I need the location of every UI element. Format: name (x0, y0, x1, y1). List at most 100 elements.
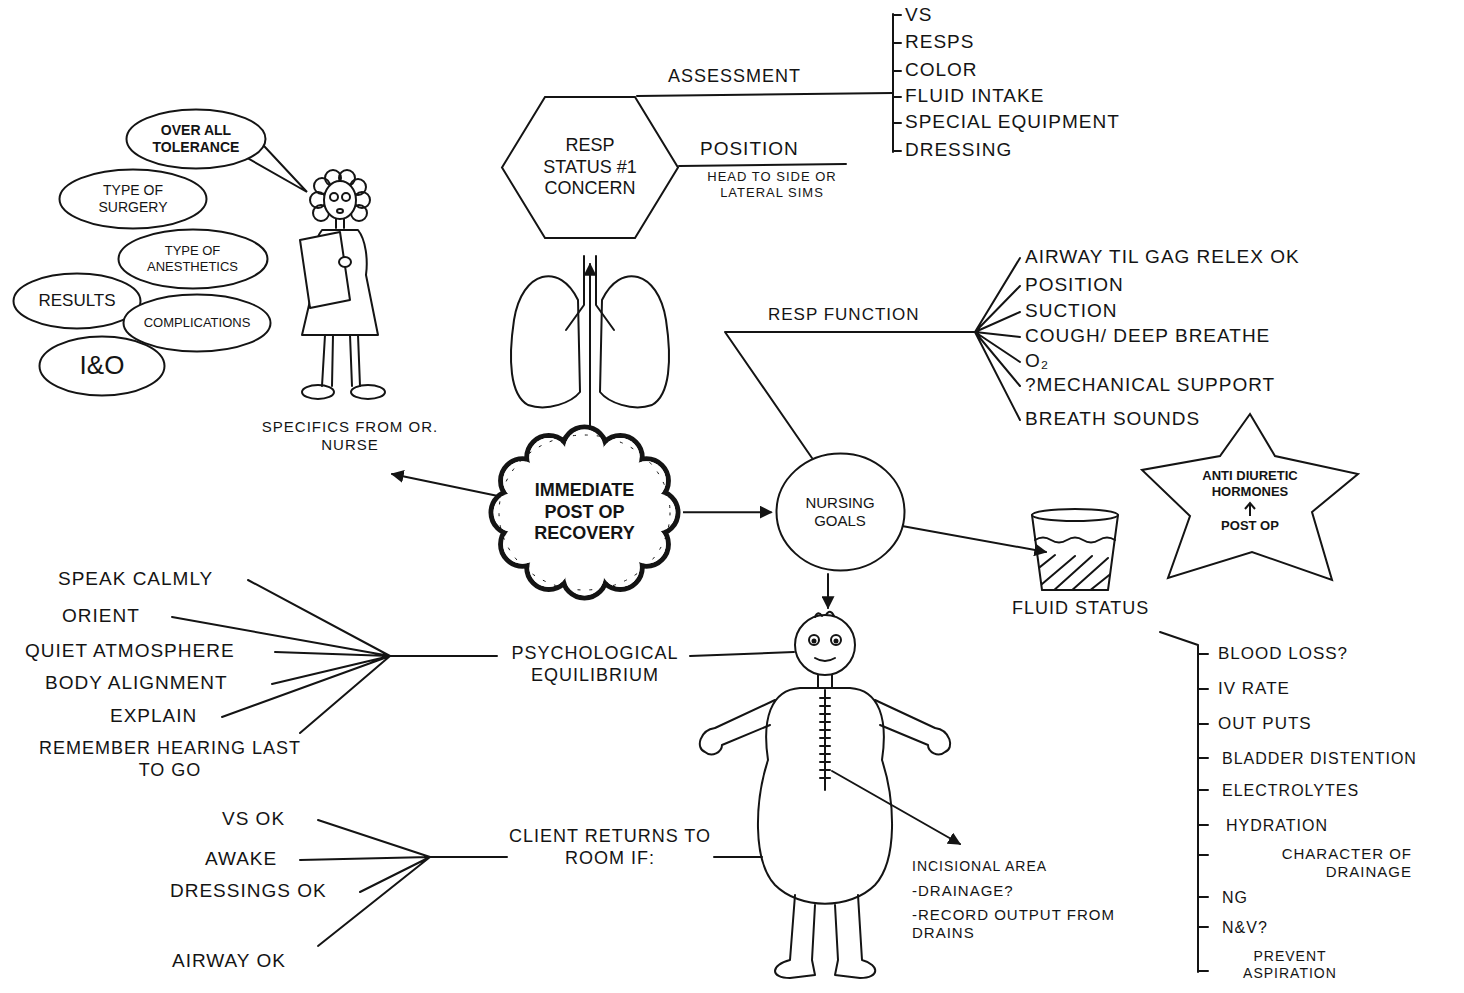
patient-figure-part (831, 635, 841, 645)
patient-figure-part (809, 635, 819, 645)
info-ellipse-outline (60, 170, 207, 229)
branch-label: N&V? (1222, 918, 1268, 937)
info-ellipse-outline (14, 274, 141, 329)
body-arrow-part (827, 574, 829, 608)
nurse-figure-part (330, 193, 338, 201)
info-ellipse: TYPE OF ANESTHETICS (117, 228, 269, 290)
resp-function-branch (725, 258, 1020, 458)
branch-label: CHARACTER OF DRAINAGE (1222, 845, 1412, 881)
branch-label: SPECIFICS FROM OR. NURSE (255, 418, 445, 454)
branch-label: AWAKE (205, 848, 277, 871)
patient-figure-part (815, 658, 835, 661)
branch-label: OUT PUTS (1218, 714, 1312, 734)
info-ellipse: I&O (38, 335, 166, 397)
branch-label: HEAD TO SIDE OR LATERAL SIMS (684, 169, 860, 200)
branch-label: SPECIAL EQUIPMENT (905, 111, 1120, 134)
info-ellipse-outline (118, 230, 267, 289)
patient-figure-part (815, 612, 834, 617)
nurse-figure-part (324, 181, 356, 219)
branch-label: POSITION (1025, 274, 1124, 297)
branch-label: FLUID STATUS (1012, 598, 1149, 620)
nurse-figure-part (322, 335, 360, 386)
node-text: TYPE OF ANESTHETICS (137, 243, 249, 274)
branch-label: O₂ (1025, 350, 1049, 373)
branch-label: BLOOD LOSS? (1218, 644, 1348, 664)
branch-label: SUCTION (1025, 300, 1118, 323)
goals-circle-outline (776, 454, 904, 571)
branch-label: POSITION (700, 138, 799, 161)
resp-function-branch-part (725, 332, 975, 458)
fluid-bracket-part (1198, 654, 1208, 971)
resp-function-branch-part (975, 258, 1020, 420)
fluid-arrow-part (902, 526, 1046, 552)
patient-figure-part (835, 895, 875, 978)
specifics-arrow (392, 474, 498, 496)
branch-label: RESP FUNCTION (768, 305, 920, 325)
nurse-figure (300, 170, 385, 399)
branch-label: COUGH/ DEEP BREATHE (1025, 325, 1270, 348)
branch-label: -DRAINAGE? (912, 882, 1014, 900)
patient-figure-part (820, 690, 830, 790)
central-cloud: IMMEDIATE POST OP RECOVERY (489, 425, 680, 600)
fluid-bracket (1160, 632, 1208, 972)
patient-figure-part (758, 688, 892, 904)
fluid-arrow (902, 526, 1046, 552)
patient-figure-part (875, 700, 950, 754)
concern-hexagon-outline (502, 97, 678, 238)
branch-label: RESPS (905, 31, 974, 54)
assessment-branch-part (637, 93, 893, 96)
branch-label: PREVENT ASPIRATION (1215, 948, 1365, 982)
info-ellipse-outline (40, 337, 165, 396)
branch-label: HYDRATION (1226, 816, 1328, 835)
hormone-star-outline (1142, 414, 1358, 580)
cup-icon-part-part (1030, 555, 1118, 592)
lungs-figure-part (511, 276, 580, 407)
body-arrow (827, 574, 829, 608)
branch-label: AIRWAY OK (172, 950, 286, 973)
node-text: ANTI DIURETIC HORMONES (1189, 468, 1311, 499)
branch-label: DRESSINGS OK (170, 880, 327, 903)
incision-leader (832, 771, 960, 844)
branch-label: REMEMBER HEARING LAST TO GO (35, 738, 305, 781)
info-ellipse-outline (124, 295, 271, 352)
branch-label: EXPLAIN (110, 705, 197, 728)
branch-label: FLUID INTAKE (905, 85, 1044, 108)
nurse-figure-part (351, 385, 385, 399)
branch-label: INCISIONAL AREA (912, 858, 1047, 875)
nurse-figure-part (337, 209, 343, 213)
branch-label: AIRWAY TIL GAG RELEX OK (1025, 246, 1300, 269)
assessment-branch (637, 14, 901, 152)
patient-figure (700, 612, 950, 978)
nurse-figure-part (336, 219, 344, 228)
cup-icon-part (1032, 509, 1118, 521)
info-ellipse: RESULTS (12, 272, 142, 330)
hormone-star: ANTI DIURETIC HORMONESPOST OP (1140, 412, 1360, 582)
node-text: COMPLICATIONS (144, 315, 251, 331)
cloud-fill (513, 449, 656, 576)
node-text: IMMEDIATE POST OP RECOVERY (519, 480, 651, 545)
speech-bubble-outline (236, 134, 307, 192)
nurse-figure-part (339, 257, 351, 267)
position-branch-part (679, 164, 846, 166)
bubble-fill (239, 137, 253, 149)
cup-icon-part (1030, 555, 1118, 592)
patient-figure-part (700, 700, 775, 754)
lungs-figure-part (600, 276, 669, 407)
patient-figure-part (835, 640, 838, 643)
nurse-figure-part (342, 193, 350, 201)
branch-label: CLIENT RETURNS TO ROOM IF: (500, 826, 720, 869)
node-text: NURSING GOALS (792, 494, 888, 530)
assessment-branch-part (893, 14, 901, 152)
fluid-bracket-part (1160, 632, 1198, 972)
node-text: RESULTS (38, 291, 115, 311)
node-text: TYPE OF SURGERY (85, 182, 181, 216)
branch-label: -RECORD OUTPUT FROM DRAINS (912, 906, 1122, 942)
connector-arrow (683, 511, 772, 513)
branch-label: ELECTROLYTES (1222, 781, 1359, 800)
branch-label: SPEAK CALMLY (58, 568, 213, 591)
client-returns-branch (300, 820, 762, 946)
node-text: RESP STATUS #1 CONCERN (540, 135, 640, 200)
nurse-figure-part (300, 232, 350, 308)
info-ellipse: TYPE OF SURGERY (58, 168, 208, 230)
branch-label: PSYCHOLOGICAL EQUILIBRIUM (485, 643, 705, 686)
